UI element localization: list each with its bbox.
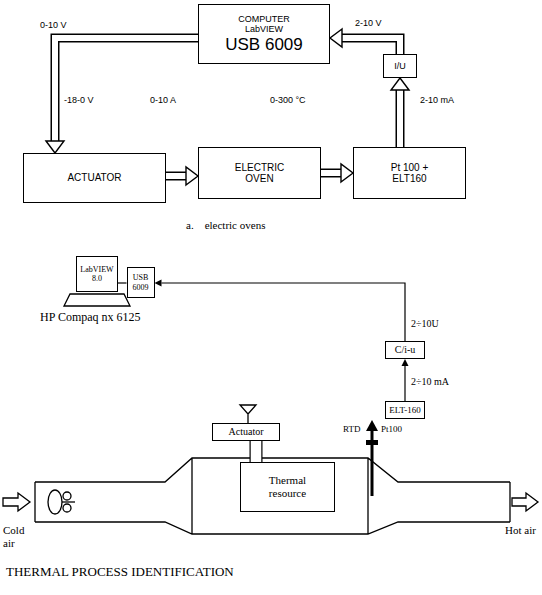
- node-text: I/U: [394, 61, 406, 71]
- laptop-screen: LabVIEW 8.0: [76, 256, 118, 292]
- air-duct: [35, 458, 510, 534]
- connector-inner: [321, 170, 341, 176]
- input-symbol: [240, 405, 256, 423]
- cold-air-arrow: [3, 493, 30, 511]
- node-text: COMPUTER LabVIEW: [233, 14, 295, 35]
- fan-hub: [48, 490, 62, 514]
- connector-line: [118, 282, 127, 283]
- arrow-head: [186, 167, 198, 185]
- converter-box: I/U: [383, 54, 417, 78]
- signal-label: 0-10 A: [150, 95, 176, 105]
- computer-box: COMPUTER LabVIEWUSB 6009: [198, 4, 330, 64]
- signal-connector: [330, 29, 400, 54]
- signal-label: HP Compaq nx 6125: [40, 311, 141, 325]
- signal-connector: [321, 164, 353, 182]
- connector-outline: [342, 38, 400, 54]
- node-text: USB 6009: [130, 273, 152, 291]
- rtd-probe: [371, 430, 374, 496]
- heater-box: Thermal resource: [240, 462, 335, 512]
- daq-box: USB 6009: [127, 267, 155, 298]
- arrow-head: [402, 359, 409, 366]
- signal-label: 2-10 mA: [420, 95, 454, 105]
- node-text: USB 6009: [225, 35, 303, 55]
- sensor-box: Pt 100 + ELT160: [353, 147, 466, 199]
- node-text: LabVIEW 8.0: [79, 265, 115, 283]
- oven-box: ELECTRIC OVEN: [198, 147, 321, 199]
- node-text: Thermal resource: [252, 474, 324, 499]
- node-text: C/i-u: [395, 344, 416, 356]
- connector-line: [162, 283, 406, 341]
- converter-box: C/i-u: [385, 341, 425, 359]
- node-text: ELT-160: [389, 405, 420, 415]
- probe-collar: [366, 440, 378, 445]
- signal-label: RTD: [343, 424, 360, 434]
- connector-line: [404, 366, 405, 401]
- signal-connector: [256, 441, 257, 462]
- signal-label: 2÷10 mA: [411, 376, 449, 388]
- arrow-head: [155, 280, 162, 287]
- connector-inner: [397, 90, 403, 147]
- signal-label: 0-10 V: [40, 20, 67, 30]
- arrow-head: [391, 78, 409, 90]
- signal-connector: [46, 38, 198, 153]
- connector-outline: [166, 172, 186, 181]
- actuator-box: Actuator: [212, 423, 280, 441]
- signal-label: THERMAL PROCESS IDENTIFICATION: [6, 565, 234, 580]
- actuator-box: ACTUATOR: [23, 153, 166, 203]
- signal-label: 2÷10U: [411, 318, 439, 330]
- arrow-head: [330, 29, 342, 47]
- arrow-head: [46, 141, 64, 153]
- connector-outline: [396, 90, 405, 147]
- laptop-base: [64, 294, 130, 306]
- signal-label: 0-300 °C: [270, 95, 306, 105]
- arrow-head: [341, 164, 353, 182]
- node-text: Pt 100 + ELT160: [379, 162, 441, 185]
- connector-inner: [166, 173, 186, 179]
- signal-connector: [155, 280, 406, 342]
- probe-arrow: [366, 420, 378, 431]
- fan-blade: [63, 492, 71, 500]
- node-text: ELECTRIC OVEN: [224, 162, 296, 185]
- hot-air-arrow: [512, 493, 538, 511]
- transmitter-box: ELT-160: [385, 401, 425, 419]
- fan-blade: [63, 504, 71, 512]
- signal-label: Hot air: [505, 524, 537, 537]
- node-text: ACTUATOR: [67, 172, 121, 184]
- signal-label: Pt100: [381, 424, 402, 434]
- connector-outline: [321, 169, 341, 178]
- signal-connector: [118, 283, 127, 284]
- signal-connector: [402, 359, 409, 401]
- node-text: Actuator: [229, 426, 264, 438]
- signal-connector: [166, 167, 198, 185]
- connector-inner: [342, 38, 400, 54]
- connector-inner: [251, 441, 262, 462]
- fan-shaft: [62, 501, 75, 502]
- connector-inner: [55, 38, 198, 141]
- connector-outline: [250, 441, 263, 462]
- signal-label: Cold air: [3, 524, 35, 549]
- signal-label: -18-0 V: [64, 95, 94, 105]
- signal-label: a. electric ovens: [186, 219, 265, 232]
- connector-outline: [55, 38, 198, 141]
- signal-connector: [391, 78, 409, 147]
- signal-label: 2-10 V: [355, 18, 382, 28]
